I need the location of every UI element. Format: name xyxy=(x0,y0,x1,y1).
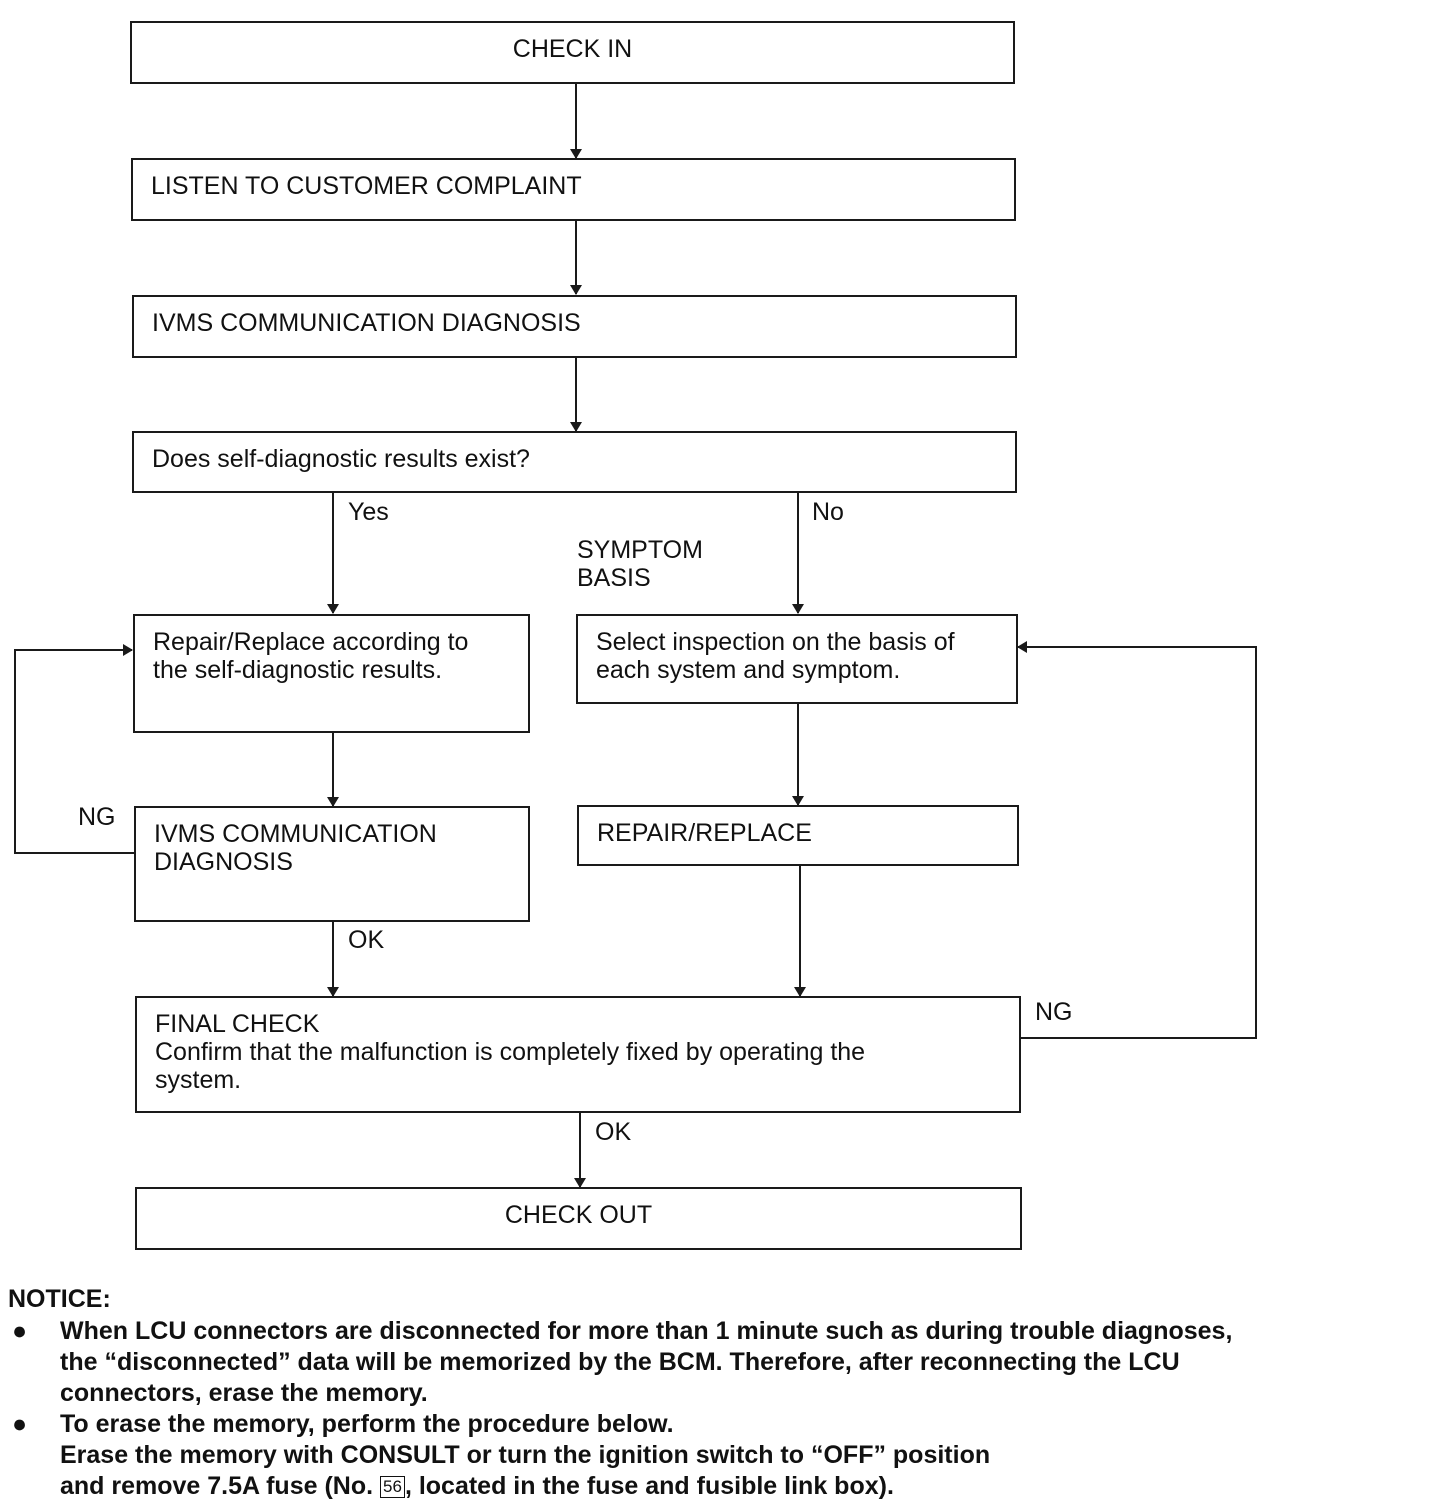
ivms-diagnosis-box: IVMS COMMUNICATION DIAGNOSIS xyxy=(132,295,1017,358)
notice-item-1-line-3: connectors, erase the memory. xyxy=(60,1379,428,1407)
notice-item-2-line-3-end: , located in the fuse and fusible link b… xyxy=(404,1472,894,1500)
repair-replace-box: REPAIR/REPLACE xyxy=(577,805,1019,866)
listen-box: LISTEN TO CUSTOMER COMPLAINT xyxy=(131,158,1016,221)
select-inspection-line-1: Select inspection on the basis of xyxy=(596,628,955,656)
final-check-line-2: system. xyxy=(155,1066,242,1094)
ng-right-label: NG xyxy=(1035,998,1073,1026)
question-box: Does self-diagnostic results exist? xyxy=(132,431,1017,493)
notice-item-1: ● When LCU connectors are disconnected f… xyxy=(8,1316,1433,1409)
bullet-icon: ● xyxy=(12,1410,28,1438)
notice-item-2: ● To erase the memory, perform the proce… xyxy=(8,1409,1433,1502)
ng-loop-left xyxy=(14,644,134,854)
notice-item-2-line-3: and remove 7.5A fuse (No. 56, located in… xyxy=(60,1471,1433,1502)
ivms-diagnosis-2-line-2: DIAGNOSIS xyxy=(154,848,293,876)
select-inspection-box: Select inspection on the basis of each s… xyxy=(576,614,1018,704)
ok-bottom-label: OK xyxy=(595,1118,632,1146)
ivms-diagnosis-2-line-1: IVMS COMMUNICATION xyxy=(154,820,437,848)
final-check-line-1: Confirm that the malfunction is complete… xyxy=(155,1038,866,1066)
check-out-text: CHECK OUT xyxy=(504,1201,653,1229)
ivms-diagnosis-text: IVMS COMMUNICATION DIAGNOSIS xyxy=(152,309,581,337)
check-out-box: CHECK OUT xyxy=(135,1187,1022,1250)
check-in-box: CHECK IN xyxy=(130,21,1015,84)
notice-heading: NOTICE: xyxy=(8,1285,111,1313)
bullet-icon: ● xyxy=(12,1317,28,1345)
repair-by-results-box: Repair/Replace according to the self-dia… xyxy=(133,614,530,733)
repair-replace-text: REPAIR/REPLACE xyxy=(597,819,812,847)
repair-by-results-line-1: Repair/Replace according to xyxy=(153,628,469,656)
symptom-basis-line-2: BASIS xyxy=(577,564,651,592)
symptom-basis-label: SYMPTOM BASIS xyxy=(577,536,703,592)
listen-text: LISTEN TO CUSTOMER COMPLAINT xyxy=(151,172,582,200)
final-check-title: FINAL CHECK xyxy=(155,1010,320,1038)
symptom-basis-line-1: SYMPTOM xyxy=(577,536,703,564)
notice-item-1-line-2: the “disconnected” data will be memorize… xyxy=(60,1348,1180,1376)
notice-item-2-line-3-start: and remove 7.5A fuse (No. xyxy=(60,1472,374,1500)
notice-item-1-line-1: When LCU connectors are disconnected for… xyxy=(60,1317,1233,1345)
flowchart-connectors xyxy=(14,84,1257,1188)
check-in-text: CHECK IN xyxy=(512,35,633,63)
repair-by-results-line-2: the self-diagnostic results. xyxy=(153,656,443,684)
ok-left-label: OK xyxy=(348,926,385,954)
fuse-number-badge: 56 xyxy=(380,1476,405,1498)
notice-section: NOTICE: ● When LCU connectors are discon… xyxy=(8,1284,1433,1502)
ng-loop-right xyxy=(1017,641,1257,1039)
ivms-diagnosis-2-box: IVMS COMMUNICATION DIAGNOSIS xyxy=(134,806,530,922)
select-inspection-line-2: each system and symptom. xyxy=(596,656,901,684)
final-check-box: FINAL CHECK Confirm that the malfunction… xyxy=(135,996,1021,1113)
no-label: No xyxy=(812,498,844,526)
question-text: Does self-diagnostic results exist? xyxy=(152,445,530,473)
ng-left-label: NG xyxy=(78,803,116,831)
notice-item-2-line-1: To erase the memory, perform the procedu… xyxy=(60,1410,674,1438)
yes-label: Yes xyxy=(348,498,389,526)
notice-item-2-line-2: Erase the memory with CONSULT or turn th… xyxy=(60,1441,991,1469)
